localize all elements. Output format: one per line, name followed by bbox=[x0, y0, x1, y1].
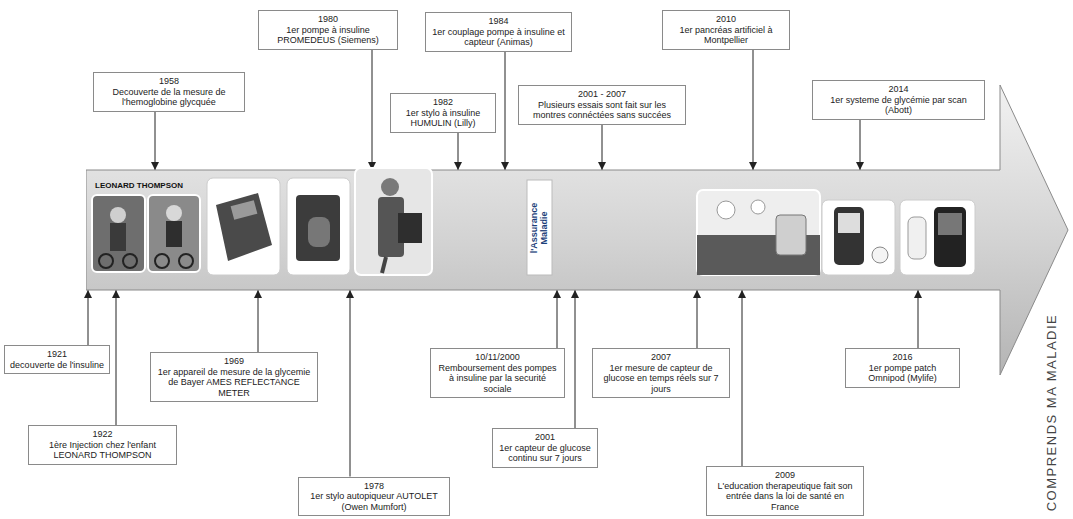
event-box: 2009L'education therapeutique fait son e… bbox=[706, 466, 864, 516]
event-date: 1922 bbox=[33, 429, 172, 440]
arrow-shape bbox=[86, 85, 1068, 375]
event-date: 2010 bbox=[667, 14, 785, 25]
event-date: 2016 bbox=[850, 352, 955, 363]
event-box: 19691er appareil de mesure de la glycemi… bbox=[150, 352, 318, 402]
event-box: 20011er capteur de glucose continu sur 7… bbox=[492, 428, 598, 468]
leader-arrow bbox=[458, 133, 459, 171]
leader-arrow bbox=[575, 290, 576, 428]
leader-arrow bbox=[372, 50, 373, 171]
event-text: 1ère Injection chez l'enfant LEONARD THO… bbox=[33, 440, 172, 461]
event-box: 19781er stylo autopiqueur AUTOLET (Owen … bbox=[298, 477, 450, 517]
event-text: L'education therapeutique fait son entré… bbox=[711, 481, 859, 513]
leader-arrow bbox=[860, 120, 861, 171]
leader-arrow bbox=[753, 50, 754, 171]
event-box: 19221ère Injection chez l'enfant LEONARD… bbox=[28, 425, 177, 465]
event-date: 2001 - 2007 bbox=[523, 89, 681, 100]
event-text: decouverte de l'insuline bbox=[9, 360, 105, 371]
event-date: 2009 bbox=[711, 470, 859, 481]
event-box: 20101er pancréas artificiel à Montpellie… bbox=[662, 10, 790, 50]
leader-arrow bbox=[258, 290, 259, 352]
event-text: 1er capteur de glucose continu sur 7 jou… bbox=[497, 443, 593, 464]
leader-arrow bbox=[350, 290, 351, 477]
timeline-band: LEONARD THOMPSON bbox=[86, 85, 1070, 375]
event-text: Plusieurs essais sont fait sur les montr… bbox=[523, 100, 681, 121]
leader-arrow bbox=[918, 290, 919, 348]
event-text: 1er pancréas artificiel à Montpellier bbox=[667, 25, 785, 46]
event-box: 10/11/2000Remboursement des pompes à ins… bbox=[430, 348, 565, 398]
leader-arrow bbox=[505, 52, 506, 171]
leader-arrow bbox=[742, 290, 743, 466]
event-date: 10/11/2000 bbox=[435, 352, 560, 363]
leader-arrow bbox=[557, 290, 558, 348]
event-date: 2014 bbox=[817, 84, 980, 95]
event-date: 1921 bbox=[9, 349, 105, 360]
event-box: 20141er systeme de glycémie par scan (Ab… bbox=[812, 80, 985, 120]
event-box: 20161er pompe patch Omnipod (Mylife) bbox=[845, 348, 960, 388]
photo-scan-reader bbox=[822, 200, 895, 275]
event-date: 2001 bbox=[497, 432, 593, 443]
photo-meter bbox=[207, 178, 280, 275]
event-text: Remboursement des pompes à insuline par … bbox=[435, 363, 560, 395]
leader-arrow bbox=[155, 112, 156, 171]
event-date: 1984 bbox=[430, 16, 567, 27]
event-date: 1982 bbox=[395, 97, 491, 108]
photo-pump-man bbox=[355, 168, 432, 275]
event-box: 19841er couplage pompe à insuline et cap… bbox=[425, 12, 572, 52]
event-text: 1er systeme de glycémie par scan (Abott) bbox=[817, 95, 980, 116]
event-box: 1921decouverte de l'insuline bbox=[4, 345, 110, 374]
event-date: 1980 bbox=[263, 14, 393, 25]
event-text: 1er couplage pompe à insuline et capteur… bbox=[430, 27, 567, 48]
event-box: 2001 - 2007Plusieurs essais sont fait su… bbox=[518, 85, 686, 125]
leader-arrow bbox=[602, 125, 603, 171]
photo-omnipod bbox=[900, 200, 975, 275]
event-date: 1969 bbox=[155, 356, 313, 367]
event-date: 1958 bbox=[98, 76, 240, 87]
event-box: 19801er pompe à insuline PROMEDEUS (Siem… bbox=[258, 10, 398, 50]
logo-assurance-maladie bbox=[527, 180, 552, 275]
photo-pancreas bbox=[697, 190, 820, 275]
event-box: 19821er stylo à insuline HUMULIN (Lilly) bbox=[390, 93, 496, 133]
leader-arrow bbox=[697, 290, 698, 348]
photo-caption: LEONARD THOMPSON bbox=[95, 181, 183, 190]
leader-arrow bbox=[116, 290, 117, 425]
event-text: 1er stylo à insuline HUMULIN (Lilly) bbox=[395, 108, 491, 129]
timeline-arrow bbox=[86, 85, 1070, 375]
event-text: 1er pompe patch Omnipod (Mylife) bbox=[850, 363, 955, 384]
event-text: 1er appareil de mesure de la glycemie de… bbox=[155, 367, 313, 399]
event-box: 20071er mesure de capteur de glucose en … bbox=[592, 348, 730, 398]
event-text: Decouverte de la mesure de l'hemoglobine… bbox=[98, 87, 240, 108]
event-text: 1er pompe à insuline PROMEDEUS (Siemens) bbox=[263, 25, 393, 46]
logo-text: l'Assurance Maladie bbox=[529, 197, 549, 259]
leader-arrow bbox=[88, 290, 89, 345]
event-date: 2007 bbox=[597, 352, 725, 363]
event-text: 1er mesure de capteur de glucose en temp… bbox=[597, 363, 725, 395]
event-box: 1958Decouverte de la mesure de l'hemoglo… bbox=[93, 72, 245, 112]
side-watermark: COMPRENDS MA MALADIE bbox=[1044, 313, 1059, 511]
event-text: 1er stylo autopiqueur AUTOLET (Owen Mumf… bbox=[303, 491, 445, 512]
event-date: 1978 bbox=[303, 481, 445, 492]
photo-autolet bbox=[287, 178, 350, 275]
photo-kids bbox=[92, 195, 200, 272]
